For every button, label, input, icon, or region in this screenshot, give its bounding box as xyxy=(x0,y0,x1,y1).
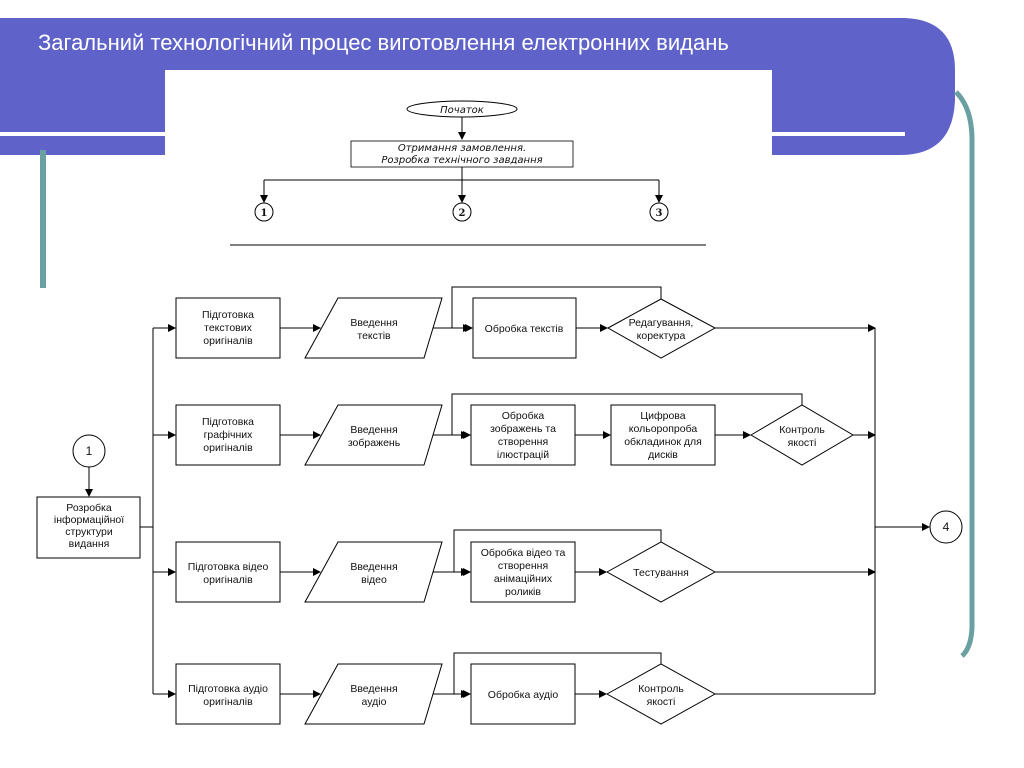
row4-prep-label-1: Підготовка аудіо xyxy=(188,683,268,695)
branch-label-2: 2 xyxy=(459,208,466,219)
process-box-row4 xyxy=(470,663,576,725)
exit-connector xyxy=(929,510,963,544)
structure-label-line-1: Розробка xyxy=(66,502,112,514)
top-diagram-panel xyxy=(165,70,772,270)
input-parallelogram-row4 xyxy=(304,663,443,725)
row1-check-label-2: коректура xyxy=(637,330,686,342)
row3-check-label-1: Тестування xyxy=(633,567,689,579)
row2-input-label-1: Введення xyxy=(350,424,397,436)
row3-process-label-2: створення xyxy=(498,560,548,572)
row2-process2-label-2: кольоропроба xyxy=(629,423,698,435)
row3-process-label-1: Обробка відео та xyxy=(481,547,566,559)
row4-feedback-loop xyxy=(453,652,662,698)
branch-label-3: 3 xyxy=(656,208,663,219)
row2-process-label-2: зображень та xyxy=(490,423,556,435)
row2-prep-label-2: графічних xyxy=(204,429,254,441)
input-parallelogram-row1 xyxy=(304,297,443,359)
slide-title: Загальний технологічний процес виготовле… xyxy=(38,30,729,55)
row1-input-label-2: текстів xyxy=(357,330,391,342)
row2-process-label-3: створення xyxy=(498,436,548,448)
entry-connector-label: 1 xyxy=(86,444,93,458)
prep-box-row4 xyxy=(175,663,281,725)
left-accent-bar xyxy=(40,150,46,288)
row1-prep-label-2: текстових xyxy=(204,322,252,334)
row1-check-label-1: Редагування, xyxy=(629,317,694,329)
row4-input-label-2: аудіо xyxy=(362,696,387,708)
branch-connector-1 xyxy=(254,202,274,222)
order-line-1: Отримання замовлення. xyxy=(398,143,526,154)
row2-check-label-2: якості xyxy=(788,437,817,449)
prep-box-row1 xyxy=(175,297,281,359)
structure-label-line-4: видання xyxy=(69,538,110,550)
row1-process-label-1: Обробка текстів xyxy=(485,323,564,335)
row3-feedback-loop xyxy=(453,529,662,576)
row2-process2-label-3: обкладинок для xyxy=(624,436,702,448)
branch-connector-2 xyxy=(452,202,472,222)
row3-process-label-3: анімаційних xyxy=(494,573,553,585)
row4-check-label-2: якості xyxy=(647,696,676,708)
row2-feedback-loop xyxy=(451,393,803,439)
row2-process2-label-1: Цифрова xyxy=(640,410,685,422)
row2-check-label-1: Контроль xyxy=(779,424,825,436)
start-label: Початок xyxy=(440,105,484,116)
branch-connector-3 xyxy=(649,202,669,222)
branch-label-1: 1 xyxy=(261,208,268,219)
process-box-row2 xyxy=(470,404,576,466)
row3-input-label-2: відео xyxy=(361,574,387,586)
row3-prep-label-1: Підготовка відео xyxy=(188,561,269,573)
row2-prep-label-3: оригіналів xyxy=(203,442,253,454)
row3-prep-label-2: оригіналів xyxy=(203,574,253,586)
row1-input-label-1: Введення xyxy=(350,317,397,329)
prep-box-row2 xyxy=(175,404,281,466)
row3-input-label-1: Введення xyxy=(350,561,397,573)
process2-box-row2 xyxy=(610,404,716,466)
row2-process-label-4: ілюстрацій xyxy=(497,449,549,461)
structure-label-line-2: інформаційної xyxy=(54,514,124,526)
row2-prep-label-1: Підготовка xyxy=(202,416,254,428)
right-accent-line xyxy=(954,90,975,658)
row1-prep-label-1: Підготовка xyxy=(202,309,254,321)
row3-process-label-4: роликів xyxy=(505,586,541,598)
row4-process-label-1: Обробка аудіо xyxy=(488,689,559,701)
prep-box-row3 xyxy=(175,541,281,603)
exit-connector-label: 4 xyxy=(943,520,950,534)
row1-prep-label-3: оригіналів xyxy=(203,335,253,347)
structure-label-line-3: структури xyxy=(65,526,113,538)
order-line-2: Розробка технічного завдання xyxy=(381,154,542,166)
row2-input-label-2: зображень xyxy=(348,437,401,449)
process-box-row1 xyxy=(472,297,577,359)
structure-box xyxy=(36,496,141,559)
row4-check-label-1: Контроль xyxy=(638,683,684,695)
row2-process2-label-4: дисків xyxy=(648,449,678,461)
input-parallelogram-row2 xyxy=(304,404,443,466)
row4-input-label-1: Введення xyxy=(350,683,397,695)
row1-feedback-loop xyxy=(451,286,662,332)
row2-process-label-1: Обробка xyxy=(502,410,545,422)
input-parallelogram-row3 xyxy=(304,541,443,603)
row4-prep-label-2: оригіналів xyxy=(203,696,253,708)
